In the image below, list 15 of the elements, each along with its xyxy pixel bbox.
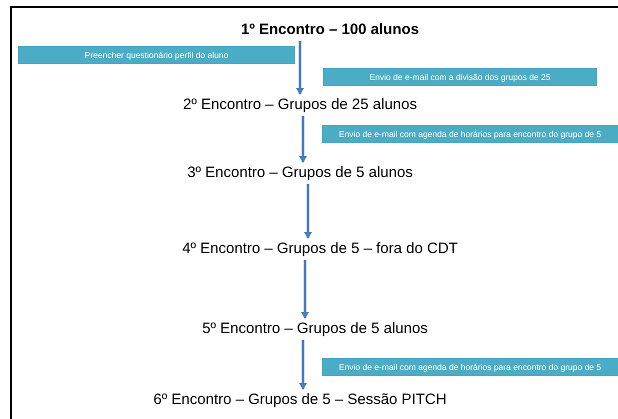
step-label: 6º Encontro – Grupos de 5 – Sessão PITCH [153,391,447,408]
step-label: 1º Encontro – 100 alunos [240,21,420,38]
arrow [299,340,307,390]
arrow [299,116,307,163]
step-label: 5º Encontro – Grupos de 5 alunos [202,320,428,337]
arrow [304,184,312,239]
note-banner: Preencher questionário perfil do aluno [18,46,295,64]
step-label: 3º Encontro – Grupos de 5 alunos [187,164,413,181]
step-label: 4º Encontro – Grupos de 5 – fora do CDT [182,240,458,257]
note-banner: Envio de e-mail com a divisão dos grupos de 25 [323,68,597,86]
note-banner: Envio de e-mail com agenda de horários para encontro do grupo de 5 [322,125,618,143]
arrow [296,41,304,95]
step-label: 2º Encontro – Grupos de 25 alunos [183,96,417,113]
arrow [301,260,309,319]
note-banner: Envio de e-mail com agenda de horários para encontro do grupo de 5 [322,358,618,376]
